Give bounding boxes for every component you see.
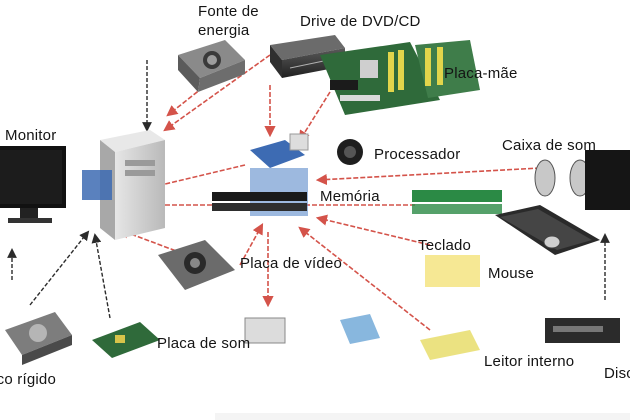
arrow-hd-to-case xyxy=(29,230,90,306)
teclado-parts-image xyxy=(425,255,480,287)
connector-arrows-dark xyxy=(7,60,610,319)
label-drive-dvd: Drive de DVD/CD xyxy=(300,13,421,30)
speakers-image xyxy=(534,150,630,210)
arrow-drive-to-case xyxy=(163,54,271,132)
label-disco-rigido: Disco rígido xyxy=(0,372,56,387)
keyboard-image xyxy=(495,205,600,255)
arrow-placasom-to-case xyxy=(91,233,111,319)
arrow-leitor-to-processor xyxy=(298,226,431,331)
internal-reader-image xyxy=(545,318,620,343)
sound-card-image xyxy=(92,322,160,358)
computer-case-image xyxy=(82,130,165,240)
monitor-image xyxy=(0,146,66,223)
bottom-components-image xyxy=(244,314,480,360)
video-card-image xyxy=(158,240,235,290)
label-disco-rigido-right: Disco rígido xyxy=(604,366,630,381)
memory-image xyxy=(212,190,502,214)
power-supply-image xyxy=(178,40,245,92)
bottom-strip xyxy=(215,413,630,420)
mouse-image xyxy=(543,235,561,249)
motherboard-image xyxy=(320,40,480,115)
label-processador: Processador xyxy=(374,146,461,163)
arrow-teclado-to-processor xyxy=(315,214,431,246)
label-caixa-som: Caixa de som xyxy=(502,137,597,154)
hard-disk-image xyxy=(5,312,72,365)
label-placa-video: Placa de vídeo xyxy=(240,255,343,272)
arrow-processor-to-case xyxy=(137,164,246,194)
label-teclado: Teclado xyxy=(418,237,472,254)
label-monitor: Monitor xyxy=(5,127,57,144)
label-leitor-interno: Leitor interno xyxy=(484,353,575,370)
arrow-video-to-processor xyxy=(239,223,264,266)
arrow-placamae-to-processor xyxy=(298,91,331,142)
label-placa-mae: Placa-mãe xyxy=(444,65,518,82)
label-memoria: Memória xyxy=(320,188,380,205)
label-fonte-energia: Fonte de energia xyxy=(198,3,259,39)
arrow-fonte-to-case xyxy=(166,69,226,117)
label-placa-som: Placa de som xyxy=(157,335,251,352)
arrow-caixa-to-processor xyxy=(315,167,541,186)
label-mouse: Mouse xyxy=(488,265,535,282)
